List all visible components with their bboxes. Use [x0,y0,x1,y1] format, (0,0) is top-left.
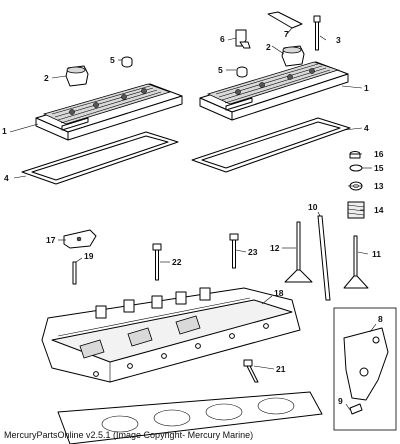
callout-18: 18 [274,288,284,298]
valve-cover-right[interactable] [199,61,349,121]
valve-spring-cap[interactable] [349,164,363,172]
callout-9: 9 [338,396,343,406]
callout-6: 6 [220,34,225,44]
rocker-stud[interactable] [72,261,77,285]
intake-valve[interactable] [284,221,313,283]
rocker-arm[interactable] [63,229,97,249]
callout-17: 17 [46,235,56,245]
leader-lines [9,27,377,411]
bolt-21[interactable] [243,359,259,383]
callout-4-left: 4 [4,173,9,183]
callout-3: 3 [336,35,341,45]
valve-cover-left[interactable] [35,83,183,141]
grommet-left[interactable] [121,56,133,68]
head-bolt-22[interactable] [152,243,162,281]
callout-12: 12 [270,243,280,253]
head-bolt-23[interactable] [229,233,239,269]
callout-5-right: 5 [218,65,223,75]
callout-11: 11 [372,249,381,259]
callout-1-left: 1 [2,126,7,136]
callout-13: 13 [374,181,384,191]
rocker-arm-nut[interactable] [349,151,361,159]
callout-4-right: 4 [364,123,369,133]
inset-box [333,307,397,431]
breather-hose[interactable] [267,11,303,29]
pcv-elbow[interactable] [235,29,251,49]
callout-15: 15 [374,163,384,173]
callout-22: 22 [172,257,182,267]
stud-bolt-3[interactable] [313,15,321,51]
push-rod[interactable] [317,215,331,301]
callout-14: 14 [374,205,384,215]
callout-23: 23 [248,247,258,257]
exhaust-valve[interactable] [343,235,369,289]
callout-21: 21 [276,364,286,374]
callout-16: 16 [374,149,384,159]
valve-cover-gasket-right[interactable] [191,117,351,173]
callout-1-right: 1 [364,83,369,93]
lifting-bracket[interactable] [343,327,389,401]
callout-5-left: 5 [110,55,115,65]
oil-filler-cap-right[interactable] [281,45,305,67]
callout-8: 8 [378,314,383,324]
head-gasket[interactable] [57,391,323,444]
bracket-bolt[interactable] [349,403,363,415]
cylinder-head[interactable] [41,287,301,383]
callout-10: 10 [308,202,318,212]
callout-7: 7 [284,29,289,39]
copyright-footer: MercuryPartsOnline v2.5.1 (Image Copyrig… [4,430,254,440]
valve-cover-gasket-left[interactable] [21,131,179,185]
callout-2-right: 2 [266,42,271,52]
oil-filler-cap-left[interactable] [65,65,89,87]
grommet-right[interactable] [236,66,248,78]
callout-2-left: 2 [44,73,49,83]
valve-spring[interactable] [347,201,365,219]
callout-labels: 1 1 2 2 3 4 4 5 5 6 7 8 9 10 11 12 13 14… [2,29,384,406]
callout-19: 19 [84,251,94,261]
